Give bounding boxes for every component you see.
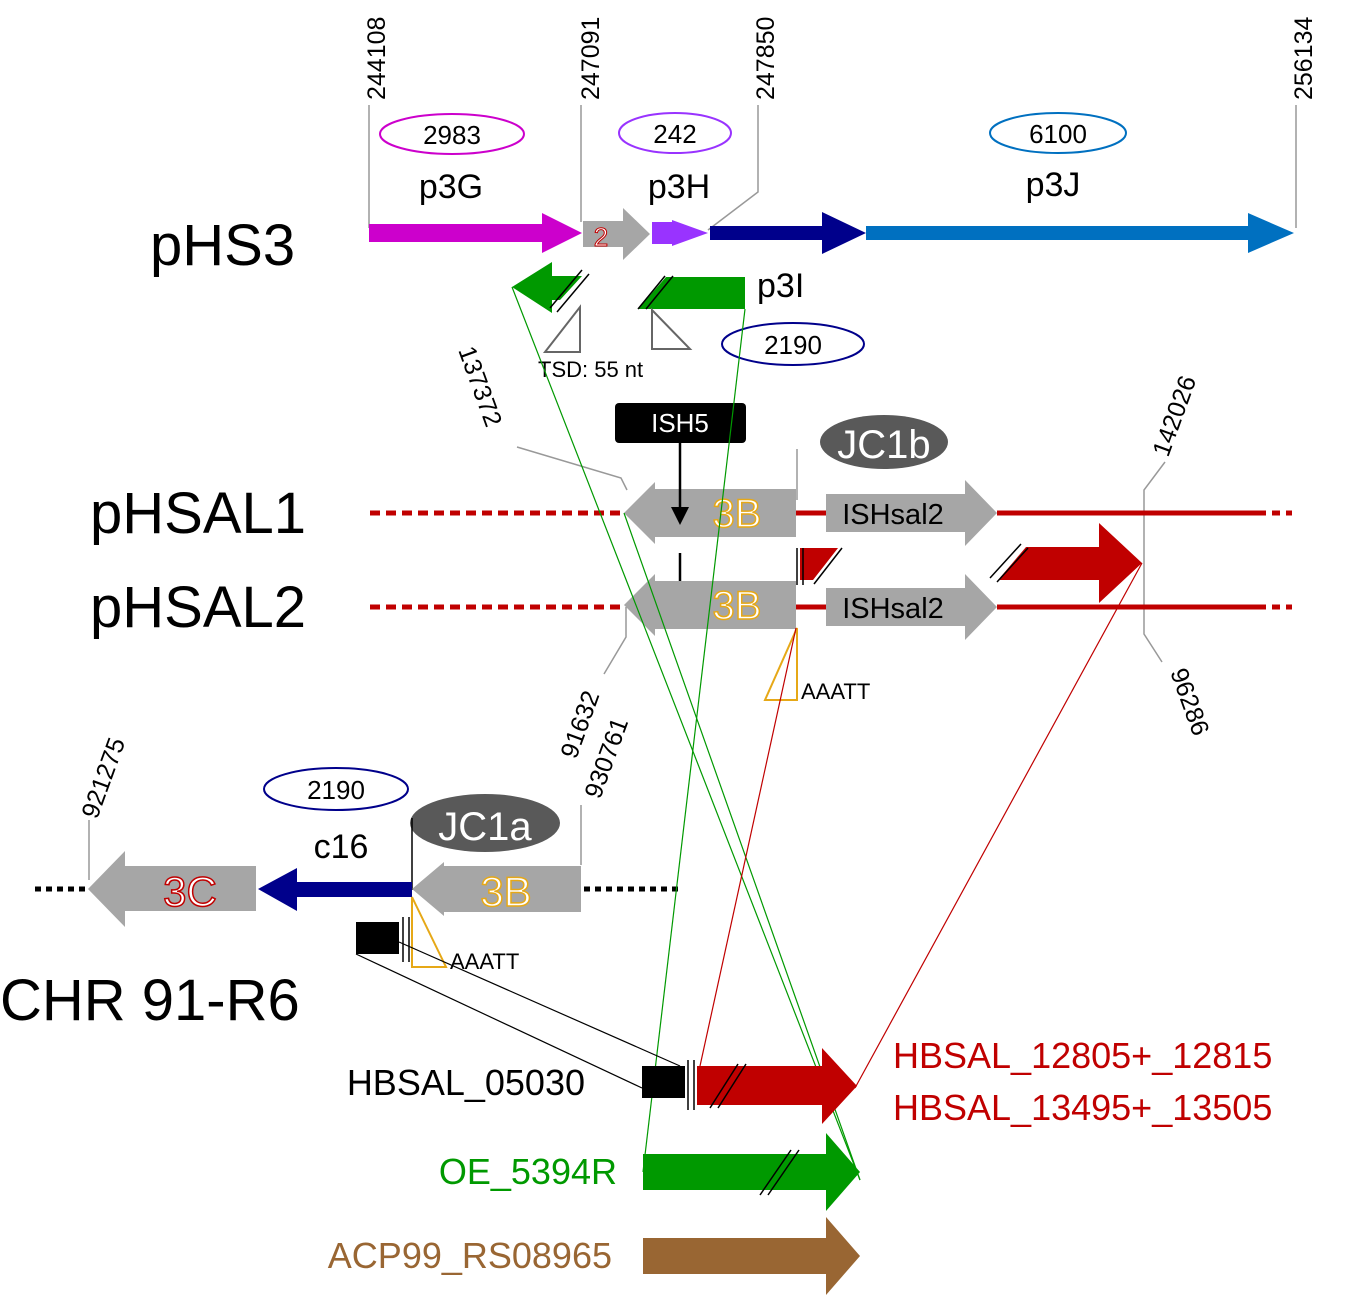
hbsal-05030-break-icon xyxy=(687,1060,695,1110)
chr-black-fragment xyxy=(356,922,399,954)
p3-navy-arrow xyxy=(710,212,866,254)
hbsal-05030-label: HBSAL_05030 xyxy=(347,1062,585,1103)
phs3-coordinate-leaders xyxy=(368,105,1297,231)
gene-2-label: 2 xyxy=(594,222,608,252)
phsal1-ish5-arrowhead xyxy=(671,507,689,525)
tsd-label: TSD: 55 nt xyxy=(538,357,643,382)
p3i-right-break-icon xyxy=(637,275,674,310)
p3i-label: p3I xyxy=(757,267,804,305)
c16-arrow xyxy=(258,868,412,911)
oe-5394r-break-icon xyxy=(759,1149,800,1196)
phsal2-aaatt-label: AAATT xyxy=(801,679,870,704)
p3i-left-break-icon xyxy=(549,269,590,313)
ish5-label: ISH5 xyxy=(651,408,709,438)
tsd-triangle-left xyxy=(542,304,581,353)
phsal-coord-top-right: 142026 xyxy=(1147,372,1202,460)
phsal-coord-bottom-right: 96286 xyxy=(1164,664,1214,739)
oe-5394r-label: OE_5394R xyxy=(439,1151,617,1192)
c16-size: 2190 xyxy=(307,775,365,805)
phsal-coord-top-left: 137372 xyxy=(452,342,507,430)
p3j-label: p3J xyxy=(1026,166,1081,204)
jc1a-label: JC1a xyxy=(438,805,532,849)
p3i-size: 2190 xyxy=(764,330,822,360)
tsd-triangle-right xyxy=(651,307,693,350)
p3g-size-oval xyxy=(379,113,525,155)
hbsal-red-break-icon xyxy=(709,1063,747,1109)
p3g-label: p3G xyxy=(419,168,483,206)
p3j-arrow xyxy=(866,213,1294,253)
hbsal-red-arrow xyxy=(697,1048,857,1124)
c16-size-oval xyxy=(263,767,409,811)
gene-2-arrow xyxy=(583,208,650,260)
chr-break-icon xyxy=(402,917,410,962)
phs3-name: pHS3 xyxy=(150,213,295,278)
phsal1-3b-label: 3B xyxy=(713,492,762,536)
p3h-label: p3H xyxy=(648,168,710,206)
phsal2-name: pHSAL2 xyxy=(90,575,306,640)
p3h-size: 242 xyxy=(653,119,696,149)
chr-aaatt-triangle xyxy=(411,896,448,968)
chr-3b-label: 3B xyxy=(480,868,531,915)
jc1a-oval xyxy=(410,794,560,852)
chr-3c-arrow xyxy=(88,851,256,927)
p3i-left-fragment xyxy=(512,262,582,313)
phsal-leader-top-right xyxy=(1143,461,1166,663)
c16-label: c16 xyxy=(314,828,369,866)
phs3-coord-1: 244108 xyxy=(363,17,391,100)
jc1b-oval xyxy=(820,415,948,469)
hbsal-05030-fragment xyxy=(642,1066,685,1098)
phsal1-3b-arrow xyxy=(624,482,796,544)
chr-3c-label: 3C xyxy=(163,868,217,915)
acp99-label: ACP99_RS08965 xyxy=(328,1235,612,1276)
phsal-small-red-fragment xyxy=(800,548,838,580)
p3h-arrow xyxy=(652,220,708,246)
phsal2-ishsal2-label: ISHsal2 xyxy=(842,593,944,625)
acp99-arrow xyxy=(643,1217,860,1295)
ish5-box xyxy=(615,403,746,443)
phsal-red-break-icon xyxy=(989,543,1029,583)
phs3-coord-2: 247091 xyxy=(577,17,605,100)
p3j-size: 6100 xyxy=(1029,119,1087,149)
hbsal-red-label-2: HBSAL_13495+_13505 xyxy=(893,1087,1272,1128)
oe-5394r-arrow xyxy=(643,1133,860,1211)
p3g-arrow xyxy=(369,213,582,253)
phsal-leader-top-left xyxy=(516,446,628,491)
phs3-coord-4: 256134 xyxy=(1290,16,1318,100)
phsal2-3b-label: 3B xyxy=(713,584,762,628)
chr-aaatt-label: AAATT xyxy=(450,949,519,974)
phs3-coord-3: 247850 xyxy=(752,17,780,100)
p3g-size: 2983 xyxy=(423,120,481,150)
chr-3b-arrow xyxy=(412,862,581,916)
phsal-red-arrow xyxy=(998,523,1142,603)
p3i-right-fragment xyxy=(638,277,745,309)
phsal2-ishsal2-arrow xyxy=(826,574,997,640)
p3h-size-oval xyxy=(618,112,732,154)
p3j-size-oval xyxy=(989,112,1127,154)
phsal1-name: pHSAL1 xyxy=(90,481,306,546)
jc1b-label: JC1b xyxy=(837,423,930,467)
p3i-size-oval xyxy=(721,322,865,366)
phsal-leader-bottom-left xyxy=(603,607,627,675)
phsal1-ishsal2-label: ISHsal2 xyxy=(842,499,944,531)
connector-lines xyxy=(355,286,1143,1181)
chr-name: CHR 91-R6 xyxy=(0,968,300,1033)
hbsal-red-label-1: HBSAL_12805+_12815 xyxy=(893,1035,1272,1076)
phsal-small-break-icon xyxy=(796,547,843,585)
chr-coord-left: 921275 xyxy=(76,734,131,822)
phsal2-aaatt-triangle xyxy=(763,627,798,701)
phsal1-ishsal2-arrow xyxy=(826,480,997,546)
